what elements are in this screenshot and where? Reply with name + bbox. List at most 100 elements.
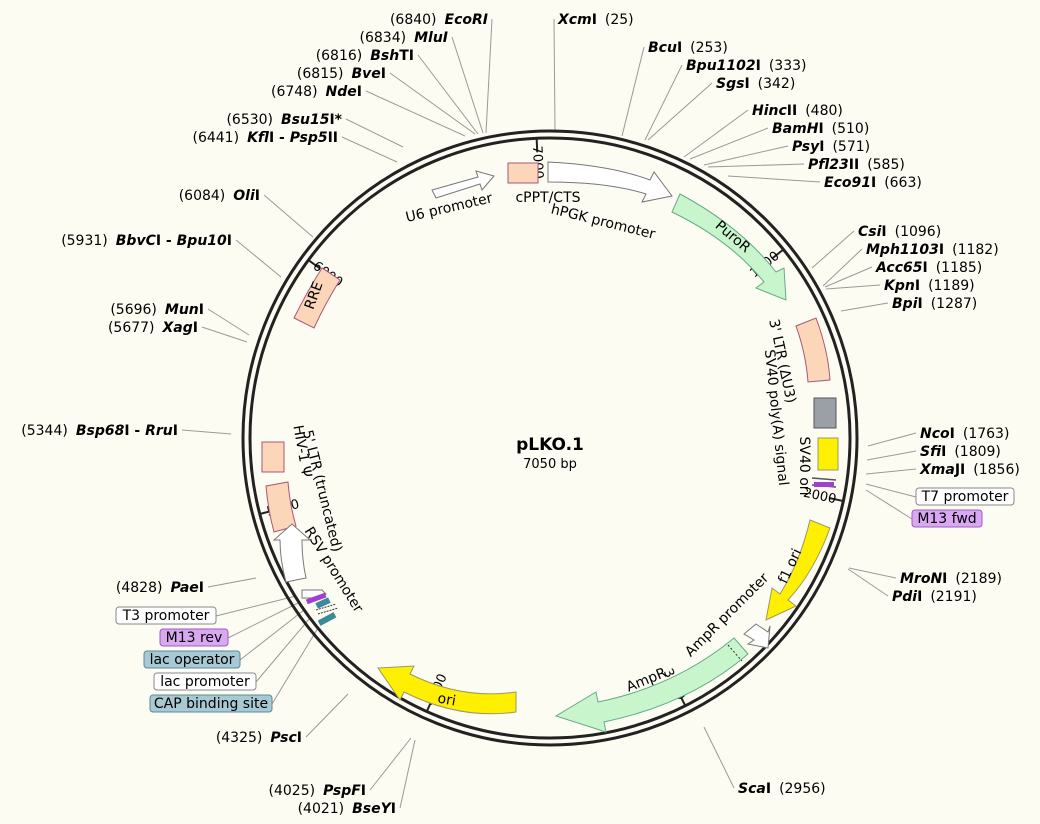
restriction-site[interactable]: BshTI(6816) [316, 48, 414, 64]
feature-f1-ori[interactable] [765, 519, 831, 621]
restriction-site[interactable]: BbvCI - Bpu10I(5931) [61, 233, 232, 249]
site-name: SfiI [920, 444, 946, 460]
site-name: PaeI [170, 580, 204, 596]
boxed-leader [227, 601, 301, 639]
site-leader [811, 230, 855, 269]
restriction-site[interactable]: BpiI(1287) [892, 296, 977, 312]
restriction-site[interactable]: NdeI(6748) [271, 84, 362, 100]
site-leader-lines [181, 18, 917, 809]
restriction-site[interactable]: KflI - Psp5II(6441) [193, 130, 339, 146]
restriction-site[interactable]: BamHI(510) [772, 121, 869, 137]
restriction-site[interactable]: Pfl23II(585) [808, 157, 905, 173]
restriction-site[interactable]: MroNI(2189) [900, 571, 1002, 587]
site-name: Acc65I [875, 260, 928, 276]
boxed-label[interactable]: lac operator [143, 650, 241, 669]
feature-hiv1-psi[interactable] [261, 441, 285, 473]
site-leader [389, 72, 476, 135]
restriction-site[interactable]: Acc65I(1185) [875, 260, 982, 276]
site-name: OliI [233, 188, 260, 204]
restriction-site[interactable]: PscI(4325) [216, 730, 302, 746]
site-position: (571) [832, 139, 870, 155]
boxed-label[interactable]: T7 promoter [915, 487, 1015, 506]
site-name-part: Acc65 [875, 260, 923, 276]
restriction-site[interactable]: BveI(6815) [297, 66, 386, 82]
feature-hpgk-promoter[interactable] [547, 161, 673, 203]
restriction-site[interactable]: MunI(5696) [110, 302, 204, 318]
site-name-part: I [941, 444, 946, 460]
site-position: (25) [605, 12, 634, 28]
restriction-site[interactable]: CsiI(1096) [858, 224, 941, 240]
restriction-site[interactable]: XmaJI (1856) [919, 462, 1020, 478]
site-leader [341, 136, 398, 163]
restriction-site[interactable]: NcoI(1763) [920, 426, 1009, 442]
boxed-label[interactable]: CAP binding site [149, 694, 273, 713]
site-name: PsyI [792, 139, 824, 155]
feature-5-ltr[interactable] [265, 481, 297, 533]
feature-rsv-promoter[interactable] [272, 523, 312, 583]
site-position: (5344) [21, 423, 68, 439]
site-leader [399, 739, 416, 809]
site-name: MluI [414, 30, 448, 46]
site-leader [553, 18, 556, 132]
site-name: MunI [165, 302, 204, 318]
restriction-site[interactable]: HincII(480) [752, 103, 843, 119]
restriction-site[interactable]: SgsI(342) [716, 76, 795, 92]
site-name-part: EcoRI [445, 12, 488, 28]
feature-ori[interactable] [377, 665, 517, 715]
restriction-site[interactable]: SfiI(1809) [920, 444, 1001, 460]
restriction-site[interactable]: Bsu15I*(6530) [226, 112, 342, 128]
tick-1000 [771, 249, 784, 260]
site-name-part: Sfi [920, 444, 942, 460]
site-name: XmaJI [919, 462, 965, 478]
boxed-label[interactable]: T3 promoter [115, 606, 217, 625]
boxed-label[interactable]: lac promoter [153, 672, 257, 691]
restriction-site[interactable]: Bpu1102I(333) [686, 58, 807, 74]
boxed-leader [865, 483, 917, 498]
feature-label: cPPT/CTS [515, 190, 580, 206]
feature-ampr[interactable] [554, 637, 749, 733]
restriction-site[interactable]: PdiI(2191) [892, 589, 977, 605]
restriction-site[interactable]: Bsp68I - RruI(5344) [21, 423, 178, 439]
restriction-site[interactable]: PaeI(4828) [116, 580, 204, 596]
boxed-label-text: M13 rev [166, 630, 223, 646]
restriction-site[interactable]: KpnI(1189) [884, 278, 975, 294]
site-name: Bsu15I* [281, 112, 343, 128]
restriction-site[interactable]: BseYI(4021) [298, 801, 396, 817]
feature-lac-operator [315, 597, 331, 609]
restriction-site[interactable]: Mph1103I(1182) [866, 242, 999, 258]
site-name-part: I [881, 224, 886, 240]
site-name-part: I [592, 12, 597, 28]
restriction-site[interactable]: Eco91I(663) [824, 175, 922, 191]
feature-cppt-cts[interactable] [507, 162, 539, 184]
restriction-site[interactable]: EcoRI(6840) [390, 12, 488, 28]
feature-u6-promoter[interactable] [431, 170, 495, 199]
restriction-site[interactable]: ScaI(2956) [738, 781, 826, 797]
site-position: (2956) [779, 781, 826, 797]
site-name-part: Xma [919, 462, 955, 478]
feature-puror[interactable] [671, 193, 787, 301]
site-leader [207, 577, 257, 588]
restriction-site[interactable]: PspFI(4025) [269, 783, 366, 799]
boxed-label[interactable]: M13 rev [159, 628, 229, 647]
restriction-site[interactable]: BcuI(253) [648, 40, 728, 56]
boxed-label[interactable]: M13 fwd [911, 509, 983, 528]
site-position: (1856) [973, 462, 1020, 478]
feature-label: hPGK promoter [549, 201, 657, 242]
feature-ampr-promoter[interactable] [743, 623, 771, 649]
feature-rre[interactable] [293, 267, 341, 329]
site-leader [201, 326, 248, 343]
restriction-site[interactable]: XagI(5677) [108, 320, 198, 336]
feature-sv40-polya[interactable] [813, 397, 837, 429]
restriction-site[interactable]: PsyI (571) [792, 139, 870, 155]
feature-3-ltr[interactable] [795, 317, 831, 383]
restriction-site[interactable]: XcmI (25) [557, 12, 634, 28]
feature-sv40-ori[interactable] [817, 437, 839, 471]
site-name-part: I* [329, 112, 342, 128]
site-name-part: Xag [162, 320, 193, 336]
site-position: (1182) [952, 242, 999, 258]
restriction-site[interactable]: OliI(6084) [179, 188, 260, 204]
restriction-site[interactable]: MluI(6834) [360, 30, 448, 46]
site-name-part: Xcm [557, 12, 592, 28]
boxed-label-bg [149, 694, 273, 713]
